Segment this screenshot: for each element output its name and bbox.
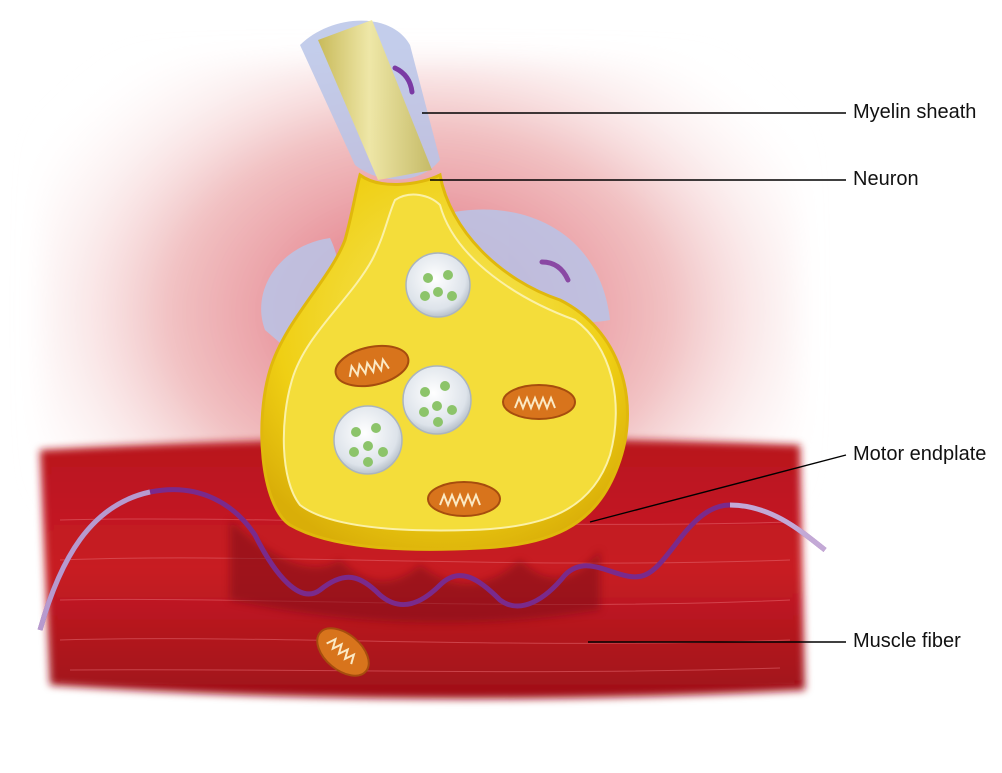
leader-line-motor-endplate	[589, 454, 847, 523]
label-motor-endplate: Motor endplate	[853, 443, 987, 465]
mitochondrion	[427, 481, 501, 517]
label-myelin-sheath: Myelin sheath	[853, 101, 977, 123]
mitochondrion	[502, 384, 576, 420]
synaptic-vesicle	[405, 252, 471, 318]
mitochondrion	[334, 344, 410, 388]
synaptic-vesicle	[333, 405, 403, 475]
sarcolemma-membrane	[37, 487, 827, 631]
label-muscle-fiber: Muscle fiber	[853, 630, 961, 652]
mitochondrion	[316, 627, 370, 677]
synaptic-vesicle	[402, 365, 472, 435]
muscle-fiber	[40, 438, 805, 699]
axon	[300, 20, 440, 180]
label-neuron: Neuron	[853, 168, 919, 190]
